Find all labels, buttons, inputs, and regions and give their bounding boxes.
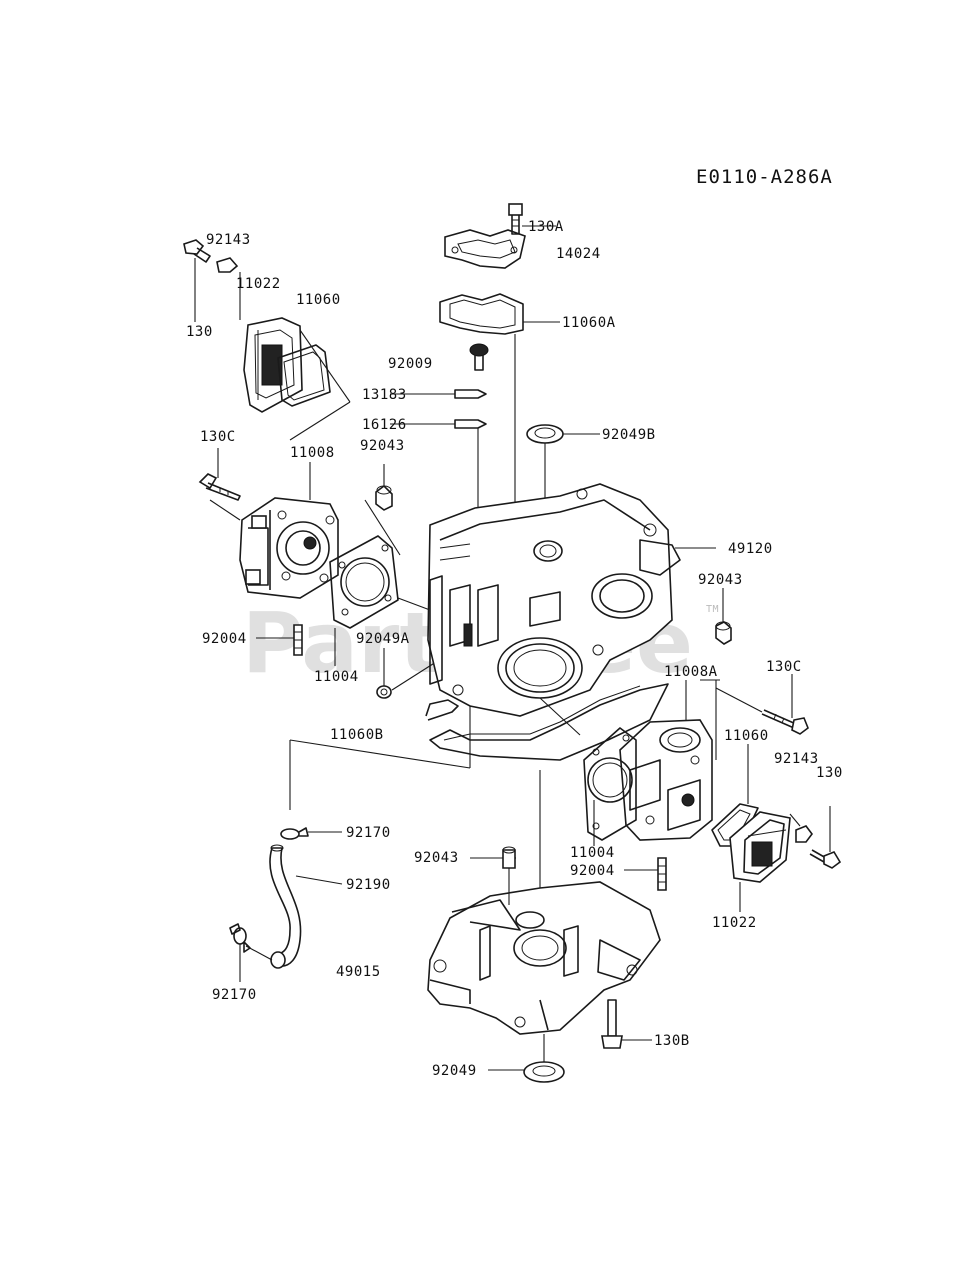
collar-11022-top: [216, 257, 239, 273]
label-11004-left: 11004: [314, 669, 359, 685]
plate-16126: [454, 419, 487, 429]
crankcase-49120: [427, 483, 681, 717]
stud-92004-right: [657, 857, 667, 891]
label-11008a: 11008A: [664, 664, 718, 680]
head-gasket-11004-left: [329, 535, 399, 629]
collar-11022-right: [795, 825, 813, 843]
label-92009: 92009: [388, 356, 433, 372]
clamp-92170-top: [280, 827, 309, 840]
label-14024: 14024: [556, 246, 601, 262]
bolt-130c-right: [761, 709, 809, 735]
label-11004-right: 11004: [570, 845, 615, 861]
label-11060-top: 11060: [296, 292, 341, 308]
crankcase-cover-49015: [427, 881, 661, 1035]
label-92043-right: 92043: [698, 572, 743, 588]
label-11060b: 11060B: [330, 727, 384, 743]
label-130-right: 130: [816, 765, 843, 781]
cylinder-head-11008a: [619, 719, 713, 841]
head-cover-left: [243, 317, 303, 413]
stud-92004-left: [293, 624, 303, 656]
gasket-11060b: [425, 683, 669, 761]
gasket-11060-top: [277, 344, 331, 407]
plate-13183: [454, 389, 487, 399]
dowel-92043-left: [375, 484, 393, 511]
label-92049: 92049: [432, 1063, 477, 1079]
label-130-top: 130: [186, 324, 213, 340]
head-gasket-11004-right: [583, 727, 637, 841]
dowel-92043-right: [715, 621, 732, 645]
label-49120: 49120: [728, 541, 773, 557]
dowel-92043-bottom: [502, 846, 516, 869]
watermark-tm: TM: [706, 604, 719, 615]
label-11022-right: 11022: [712, 915, 757, 931]
label-92049b: 92049B: [602, 427, 656, 443]
oil-seal-92049: [523, 1061, 565, 1083]
oil-seal-92049b: [526, 424, 564, 444]
label-13183: 13183: [362, 387, 407, 403]
label-11008: 11008: [290, 445, 335, 461]
label-92170-top: 92170: [346, 825, 391, 841]
label-92043-bottom: 92043: [414, 850, 459, 866]
label-92143-right: 92143: [774, 751, 819, 767]
label-130c-left: 130C: [200, 429, 236, 445]
bolt-130-right: [809, 849, 842, 869]
label-92143-top: 92143: [206, 232, 251, 248]
label-16126: 16126: [362, 417, 407, 433]
label-92049a: 92049A: [356, 631, 410, 647]
label-11022-top: 11022: [236, 276, 281, 292]
bolt-130c-left: [198, 473, 241, 501]
bolt-130a: [508, 203, 523, 235]
label-92043-left: 92043: [360, 438, 405, 454]
label-92004-left: 92004: [202, 631, 247, 647]
breather-cover-14024: [444, 229, 526, 269]
label-49015: 49015: [336, 964, 381, 980]
seal-92049a: [376, 685, 392, 699]
hose-92190: [269, 844, 302, 969]
gasket-11060a: [439, 293, 524, 335]
label-11060a: 11060A: [562, 315, 616, 331]
head-cover-right: [729, 811, 791, 883]
bolt-130-top: [183, 239, 211, 263]
label-130b: 130B: [654, 1033, 690, 1049]
label-92170-bottom: 92170: [212, 987, 257, 1003]
label-92190: 92190: [346, 877, 391, 893]
diagram-code: E0110-A286A: [696, 166, 833, 188]
label-130c-right: 130C: [766, 659, 802, 675]
label-130a: 130A: [528, 219, 564, 235]
screw-92009: [469, 343, 489, 371]
cylinder-head-11008: [239, 497, 339, 599]
bolt-130b: [601, 999, 623, 1049]
label-11060-right: 11060: [724, 728, 769, 744]
label-92004-right: 92004: [570, 863, 615, 879]
